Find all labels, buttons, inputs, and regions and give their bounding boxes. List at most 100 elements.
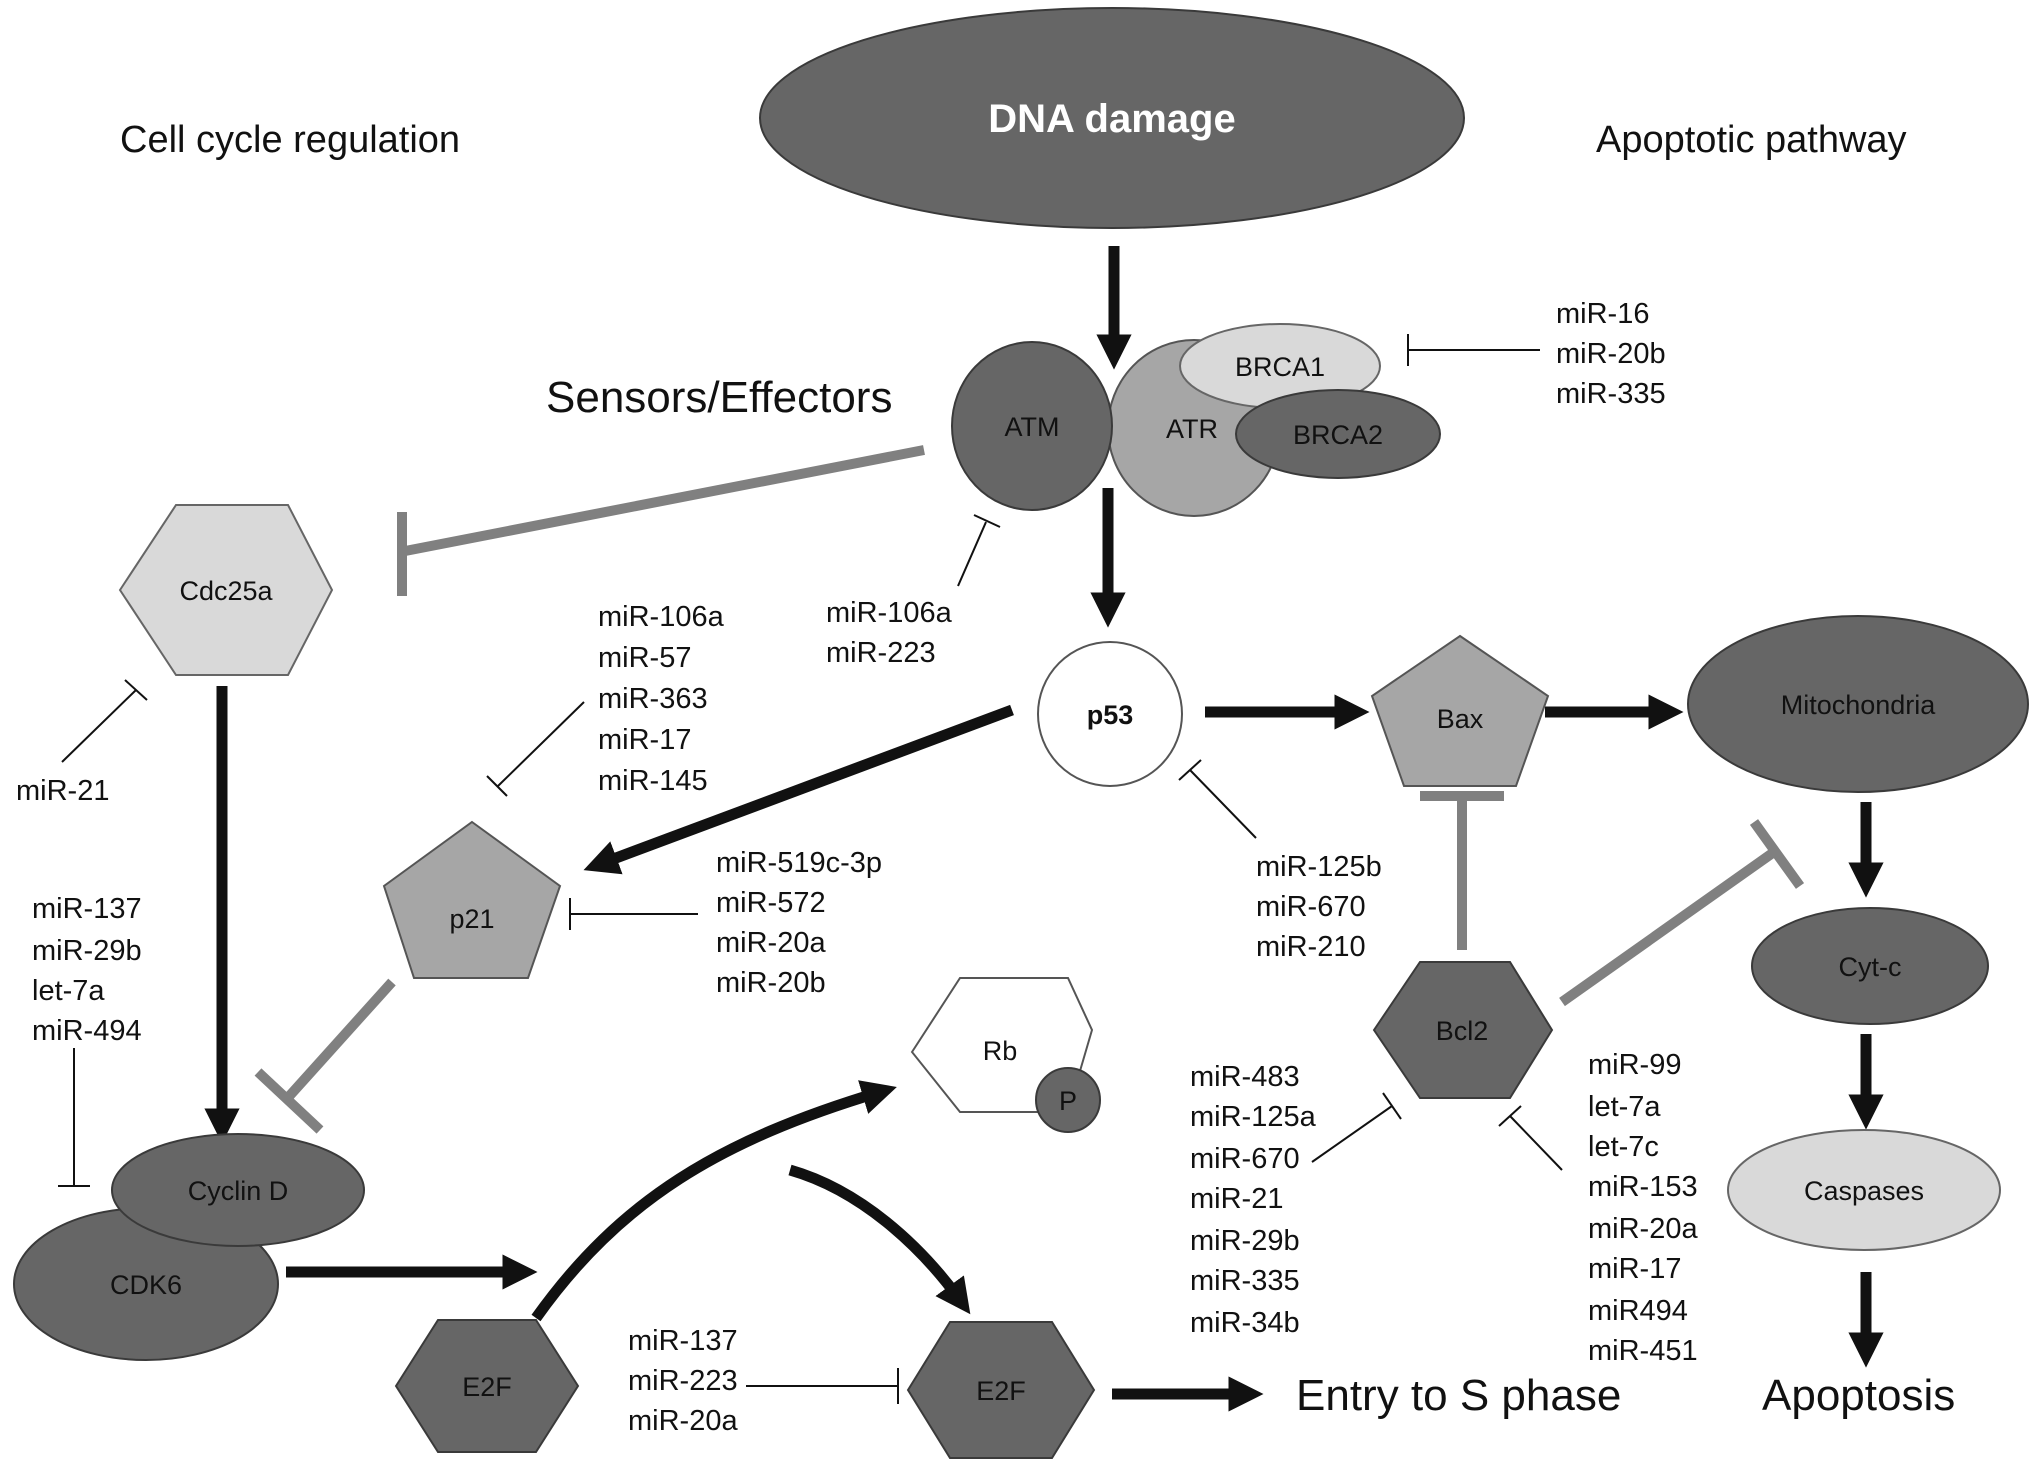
atr-label: ATR (1166, 414, 1218, 444)
brca2-shape (1235, 389, 1441, 479)
label-sensors-effectors: Sensors/Effectors (546, 373, 892, 422)
phosphate-label: P (1059, 1086, 1077, 1116)
mirna-group-p21-right: miR-519c-3p miR-572 miR-20a miR-20b (716, 847, 882, 999)
inhibit-mir-p21-upper-bar (486, 775, 508, 797)
node-dna-damage: DNA damage (759, 7, 1465, 229)
cdc25a-label: Cdc25a (179, 576, 273, 606)
mirna-item: let-7a (1588, 1091, 1661, 1123)
brca2-label: BRCA2 (1293, 420, 1383, 450)
e2f-right-shape (906, 1321, 1096, 1459)
node-e2f-left: E2F (394, 1319, 580, 1453)
node-p21: p21 (382, 820, 562, 979)
inhibit-mir-cdc25a-line (61, 689, 137, 763)
bax-shape (1370, 634, 1550, 787)
mirna-item: miR-572 (716, 887, 826, 919)
inhibit-mir-bcl2-right-line (1509, 1115, 1563, 1171)
mirna-item: miR-670 (1256, 891, 1366, 923)
mirna-item: miR-153 (1588, 1171, 1698, 1203)
p21-shape (382, 820, 562, 979)
brca1-label: BRCA1 (1235, 352, 1325, 382)
outcome-apoptosis: Apoptosis (1762, 1371, 1955, 1420)
inhibit-sensors-cdc25a-line (399, 445, 925, 557)
connectors (58, 246, 1884, 1412)
node-cdc25a: Cdc25a (118, 504, 334, 676)
mirna-item: miR-670 (1190, 1143, 1300, 1175)
node-brca1: BRCA1 (1179, 323, 1381, 409)
outcome-entry-to-s-phase: Entry to S phase (1296, 1371, 1621, 1420)
mirna-item: miR-106a (826, 597, 953, 629)
mirna-item: miR-29b (1190, 1225, 1300, 1257)
p21-label: p21 (449, 904, 494, 934)
mirna-group-cdc25a: miR-21 (16, 775, 109, 807)
mirna-item: miR-20b (1556, 338, 1666, 370)
mirna-group-bcl2-left: miR-483 miR-125a miR-670 miR-21 miR-29b … (1190, 1061, 1317, 1339)
mirna-group-brca: miR-16 miR-20b miR-335 (1556, 298, 1666, 410)
node-cdk6: CDK6 (13, 1207, 279, 1361)
mirna-item: miR-99 (1588, 1049, 1681, 1081)
inhibit-bcl2-cytc-bar (1749, 819, 1805, 889)
mirna-item: miR-17 (598, 724, 691, 756)
cyclin-d-shape (111, 1133, 365, 1247)
atm-shape (951, 341, 1113, 511)
mirna-item: miR-20a (1588, 1213, 1698, 1245)
mirna-group-cyclin: miR-137 miR-29b let-7a miR-494 (32, 893, 142, 1047)
node-cyt-c: Cyt-c (1751, 907, 1989, 1025)
node-e2f-right: E2F (906, 1321, 1096, 1459)
bcl2-label: Bcl2 (1436, 1016, 1489, 1046)
arrow-e2f-to-rb (531, 1080, 897, 1322)
mirna-item: miR-57 (598, 642, 691, 674)
e2f-left-shape (394, 1319, 580, 1453)
mirna-item: miR-494 (32, 1015, 142, 1047)
mirna-item: miR-335 (1190, 1265, 1300, 1297)
inhibit-mir-p53-bar (1178, 759, 1202, 781)
dna-damage-shape (759, 7, 1465, 229)
mirna-item: miR-145 (598, 765, 708, 797)
mirna-item: miR-125b (1256, 851, 1382, 883)
inhibit-p21-cyclind-bar (254, 1068, 324, 1134)
mirna-item: miR-21 (16, 775, 109, 807)
bax-label: Bax (1437, 704, 1484, 734)
mirna-item: miR-34b (1190, 1307, 1300, 1339)
atm-label: ATM (1005, 412, 1060, 442)
inhibit-mir-bcl2-right-bar (1498, 1105, 1522, 1127)
mirna-item: miR-21 (1190, 1183, 1283, 1215)
mirna-item: miR-17 (1588, 1253, 1681, 1285)
bcl2-shape (1372, 961, 1554, 1099)
node-atm: ATM (951, 341, 1113, 511)
mitochondria-shape (1687, 615, 2029, 793)
mirna-item: miR-210 (1256, 931, 1366, 963)
node-mitochondria: Mitochondria (1687, 615, 2029, 793)
mirna-item: miR-106a (598, 601, 725, 633)
mirna-item: let-7c (1588, 1131, 1659, 1163)
header-apoptotic-pathway: Apoptotic pathway (1596, 119, 1907, 161)
mirna-item: miR-519c-3p (716, 847, 882, 879)
mirna-item: miR-137 (32, 893, 142, 925)
node-rb: Rb P (910, 977, 1101, 1133)
inhibit-p21-cyclind-line (280, 978, 396, 1106)
e2f-left-label: E2F (462, 1372, 512, 1402)
dna-damage-label: DNA damage (988, 97, 1235, 141)
inhibit-mir-cdc25a-bar (124, 679, 148, 701)
mirna-item: miR-125a (1190, 1101, 1317, 1133)
p53-shape (1037, 641, 1183, 787)
node-cyclin-d: Cyclin D (111, 1133, 365, 1247)
node-brca2: BRCA2 (1235, 389, 1441, 479)
cyt-c-shape (1751, 907, 1989, 1025)
arrow-p53-to-p21 (583, 704, 1014, 875)
mirna-item: miR-363 (598, 683, 708, 715)
node-caspases: Caspases (1727, 1129, 2001, 1251)
inhibit-bcl2-cytc-line (1559, 847, 1777, 1007)
p53-label: p53 (1087, 700, 1134, 730)
mirna-group-bcl2-right: miR-99 let-7a let-7c miR-153 miR-20a miR… (1588, 1049, 1698, 1367)
mirna-group-p53: miR-125b miR-670 miR-210 (1256, 851, 1382, 963)
mirna-item: miR-223 (826, 637, 936, 669)
node-bcl2: Bcl2 (1372, 961, 1554, 1099)
header-cell-cycle-regulation: Cell cycle regulation (120, 119, 460, 161)
mirna-item: miR-483 (1190, 1061, 1300, 1093)
inhibit-mir-atm-line (957, 521, 987, 587)
cdc25a-shape (118, 504, 334, 676)
rb-label: Rb (983, 1036, 1018, 1066)
mirna-group-e2f: miR-137 miR-223 miR-20a (628, 1325, 738, 1437)
mirna-item: miR-20a (716, 927, 826, 959)
